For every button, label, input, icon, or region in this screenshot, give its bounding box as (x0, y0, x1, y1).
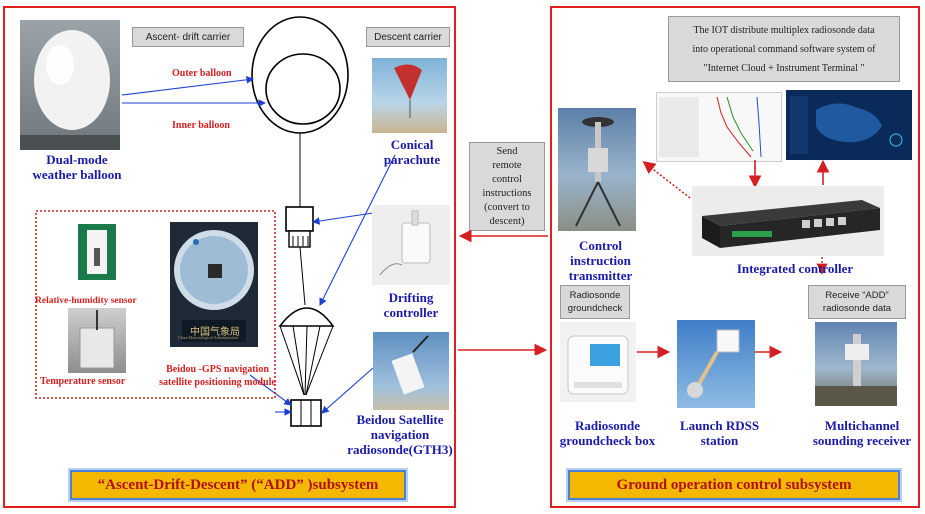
integrated-controller-photo (692, 186, 884, 256)
radiosonde-caption: Beidou Satellite navigation radiosonde(G… (347, 412, 453, 457)
descent-carrier-label: Descent carrier (366, 27, 450, 47)
groundcheck-box-photo (560, 322, 636, 402)
drifting-controller-photo (372, 205, 450, 285)
inner-balloon-label: Inner balloon (172, 120, 230, 131)
software-screenshot-map (786, 90, 912, 160)
humidity-sensor-label: Relative-humidity sensor (35, 296, 137, 306)
add-subsystem-panel (3, 6, 456, 508)
ground-control-footer: Ground operation control subsystem (568, 470, 900, 500)
weather-balloon-photo (20, 20, 120, 150)
send-instructions-box: Send remote control instructions (conver… (469, 142, 545, 231)
groundcheck-box-caption: Radiosonde groundcheck box (559, 418, 656, 448)
ground-control-panel (550, 6, 920, 508)
iot-description-box: The IOT distribute multiplex radiosonde … (668, 16, 900, 82)
control-transmitter-caption: Control instruction transmitter (568, 238, 633, 283)
module-text-cn: 中国气象局 (190, 327, 240, 338)
ascent-carrier-label: Ascent- drift carrier (132, 27, 244, 47)
groundcheck-label: Radiosonde groundcheck (560, 285, 630, 319)
conical-parachute-photo (372, 58, 447, 133)
software-screenshot-charts (656, 92, 782, 162)
temperature-sensor-photo (68, 308, 126, 373)
control-transmitter-photo (558, 108, 636, 231)
integrated-controller-caption: Integrated controller (736, 261, 854, 276)
sounding-receiver-caption: Multichannel sounding receiver (812, 418, 912, 448)
middle-arrows (458, 230, 548, 355)
sounding-receiver-photo (815, 322, 897, 406)
launch-station-caption: Launch RDSS station (679, 418, 760, 448)
weather-balloon-caption: Dual-mode weather balloon (32, 152, 122, 182)
add-subsystem-footer: “Ascent-Drift-Descent” (“ADD” )subsystem (70, 470, 406, 500)
module-text-sub: China Meteorological Administration (178, 335, 238, 340)
drifting-controller-caption: Drifting controller (383, 290, 439, 320)
gps-module-photo (170, 222, 258, 347)
balloon-image (20, 30, 120, 150)
radiosonde-photo (373, 332, 449, 410)
conical-parachute-caption: Conical parachute (383, 137, 441, 167)
humidity-sensor-photo (70, 220, 125, 285)
add-diagram-lines (35, 16, 396, 427)
receive-data-label: Receive “ADD” radiosonde data (808, 285, 906, 319)
launch-station-photo (677, 320, 755, 408)
outer-balloon-label: Outer balloon (172, 68, 232, 79)
ground-arrows (637, 159, 830, 359)
gps-module-label: Beidou -GPS navigation satellite positio… (159, 364, 276, 388)
temperature-sensor-label: Temperature sensor (40, 376, 126, 387)
